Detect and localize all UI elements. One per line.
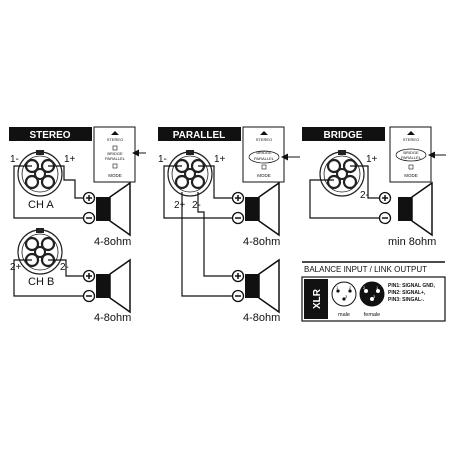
parallel-title: PARALLEL bbox=[173, 130, 226, 141]
xlr-male-pin-3: 3 bbox=[345, 294, 348, 299]
ch-a-label: CH A bbox=[28, 199, 54, 211]
ch-a-pin-minus: 1- bbox=[10, 154, 19, 165]
parallel-section: PARALLEL STEREO BRIDGE PARALLEL MODE 1- … bbox=[158, 126, 300, 324]
bridge-connector bbox=[318, 148, 366, 198]
parallel-impedance-1: 4-8ohm bbox=[243, 236, 280, 248]
ch-a-pin-plus: 1+ bbox=[64, 154, 76, 165]
svg-text:BRIDGE: BRIDGE bbox=[107, 151, 123, 156]
bridge-title: BRIDGE bbox=[324, 130, 363, 141]
xlr-pin1-desc: PIN1: SIGNAL GND, bbox=[388, 283, 435, 289]
parallel-1-plus-terminal bbox=[231, 191, 245, 205]
stereo-switch-mode: MODE bbox=[108, 173, 122, 178]
parallel-pin-1-minus: 1- bbox=[158, 154, 167, 165]
xlr-pin2-desc: PIN2: SIGNAL+, bbox=[388, 290, 426, 296]
bridge-plus-terminal bbox=[378, 191, 392, 205]
svg-text:PARALLEL: PARALLEL bbox=[401, 155, 422, 160]
bridge-title-bar bbox=[302, 127, 385, 141]
bridge-impedance: min 8ohm bbox=[388, 236, 436, 248]
bridge-speaker bbox=[397, 182, 433, 236]
parallel-connector bbox=[166, 148, 214, 198]
ch-b-minus-terminal bbox=[82, 289, 96, 303]
parallel-pin-1-plus: 1+ bbox=[214, 154, 226, 165]
xlr-panel-title: BALANCE INPUT / LINK OUTPUT bbox=[304, 265, 427, 274]
parallel-switch-mode: MODE bbox=[257, 173, 271, 178]
bridge-mode-switch: STEREO BRIDGE PARALLEL MODE bbox=[389, 126, 446, 183]
bridge-switch-mode: MODE bbox=[404, 173, 418, 178]
svg-text:PARALLEL: PARALLEL bbox=[254, 156, 275, 161]
ch-b-pin-plus: 2+ bbox=[10, 262, 22, 273]
parallel-speaker-2 bbox=[244, 259, 280, 313]
parallel-title-bar bbox=[158, 127, 241, 141]
xlr-male-connector: 1 2 3 bbox=[331, 281, 357, 307]
xlr-female-pin-3: 3 bbox=[373, 294, 376, 299]
parallel-2-minus-terminal bbox=[231, 289, 245, 303]
xlr-panel: BALANCE INPUT / LINK OUTPUT XLR 1 2 3 ma… bbox=[301, 261, 446, 322]
parallel-pin-2-minus: 2- bbox=[192, 200, 201, 211]
parallel-speaker-1 bbox=[244, 182, 280, 236]
bridge-pin-2-minus: 2- bbox=[360, 190, 369, 201]
stereo-mode-switch: STEREO BRIDGE PARALLEL MODE bbox=[93, 126, 136, 183]
bridge-section: BRIDGE STEREO BRIDGE PARALLEL MODE 1+ 2-… bbox=[302, 126, 446, 248]
stereo-title: STEREO bbox=[29, 130, 70, 141]
svg-text:PARALLEL: PARALLEL bbox=[105, 156, 126, 161]
xlr-female-pin-1: 1 bbox=[376, 285, 379, 290]
xlr-badge-text: XLR bbox=[312, 288, 323, 309]
stereo-section: STEREO STEREO BRIDGE PARALLEL MODE 1- 1+… bbox=[9, 126, 136, 324]
parallel-1-minus-terminal bbox=[231, 211, 245, 225]
ch-a-impedance: 4-8ohm bbox=[94, 236, 131, 248]
parallel-switch-top: STEREO bbox=[256, 137, 272, 142]
parallel-mode-switch: STEREO BRIDGE PARALLEL MODE bbox=[242, 126, 300, 183]
bridge-pin-1-plus: 1+ bbox=[366, 154, 378, 165]
ch-b-plus-terminal bbox=[82, 269, 96, 283]
parallel-2-plus-terminal bbox=[231, 269, 245, 283]
xlr-pin3-desc: PIN3: SINGAL-. bbox=[388, 297, 425, 303]
svg-text:BRIDGE: BRIDGE bbox=[256, 150, 272, 155]
stereo-switch-top: STEREO bbox=[107, 137, 123, 142]
ch-a-connector bbox=[16, 148, 64, 198]
ch-a-plus-terminal bbox=[82, 191, 96, 205]
bridge-minus-terminal bbox=[378, 211, 392, 225]
ch-a-minus-terminal bbox=[82, 211, 96, 225]
bridge-switch-top: STEREO bbox=[403, 137, 419, 142]
ch-b-connector bbox=[16, 226, 64, 276]
xlr-female-label: female bbox=[364, 312, 381, 318]
xlr-badge bbox=[304, 279, 328, 319]
xlr-male-pin-2: 2 bbox=[349, 285, 352, 290]
xlr-male-label: male bbox=[338, 312, 350, 318]
parallel-impedance-2: 4-8ohm bbox=[243, 312, 280, 324]
ch-b-label: CH B bbox=[28, 276, 54, 288]
ch-b-impedance: 4-8ohm bbox=[94, 312, 131, 324]
stereo-title-bar bbox=[9, 127, 92, 141]
svg-text:BRIDGE: BRIDGE bbox=[403, 150, 419, 155]
ch-a-speaker bbox=[95, 182, 131, 236]
ch-b-speaker bbox=[95, 259, 131, 313]
xlr-female-pin-2: 2 bbox=[363, 285, 366, 290]
ch-b-pin-minus: 2- bbox=[60, 262, 69, 273]
xlr-male-pin-1: 1 bbox=[336, 285, 339, 290]
xlr-female-connector: 2 1 3 bbox=[359, 281, 385, 307]
parallel-pin-2-plus: 2+ bbox=[174, 200, 186, 211]
